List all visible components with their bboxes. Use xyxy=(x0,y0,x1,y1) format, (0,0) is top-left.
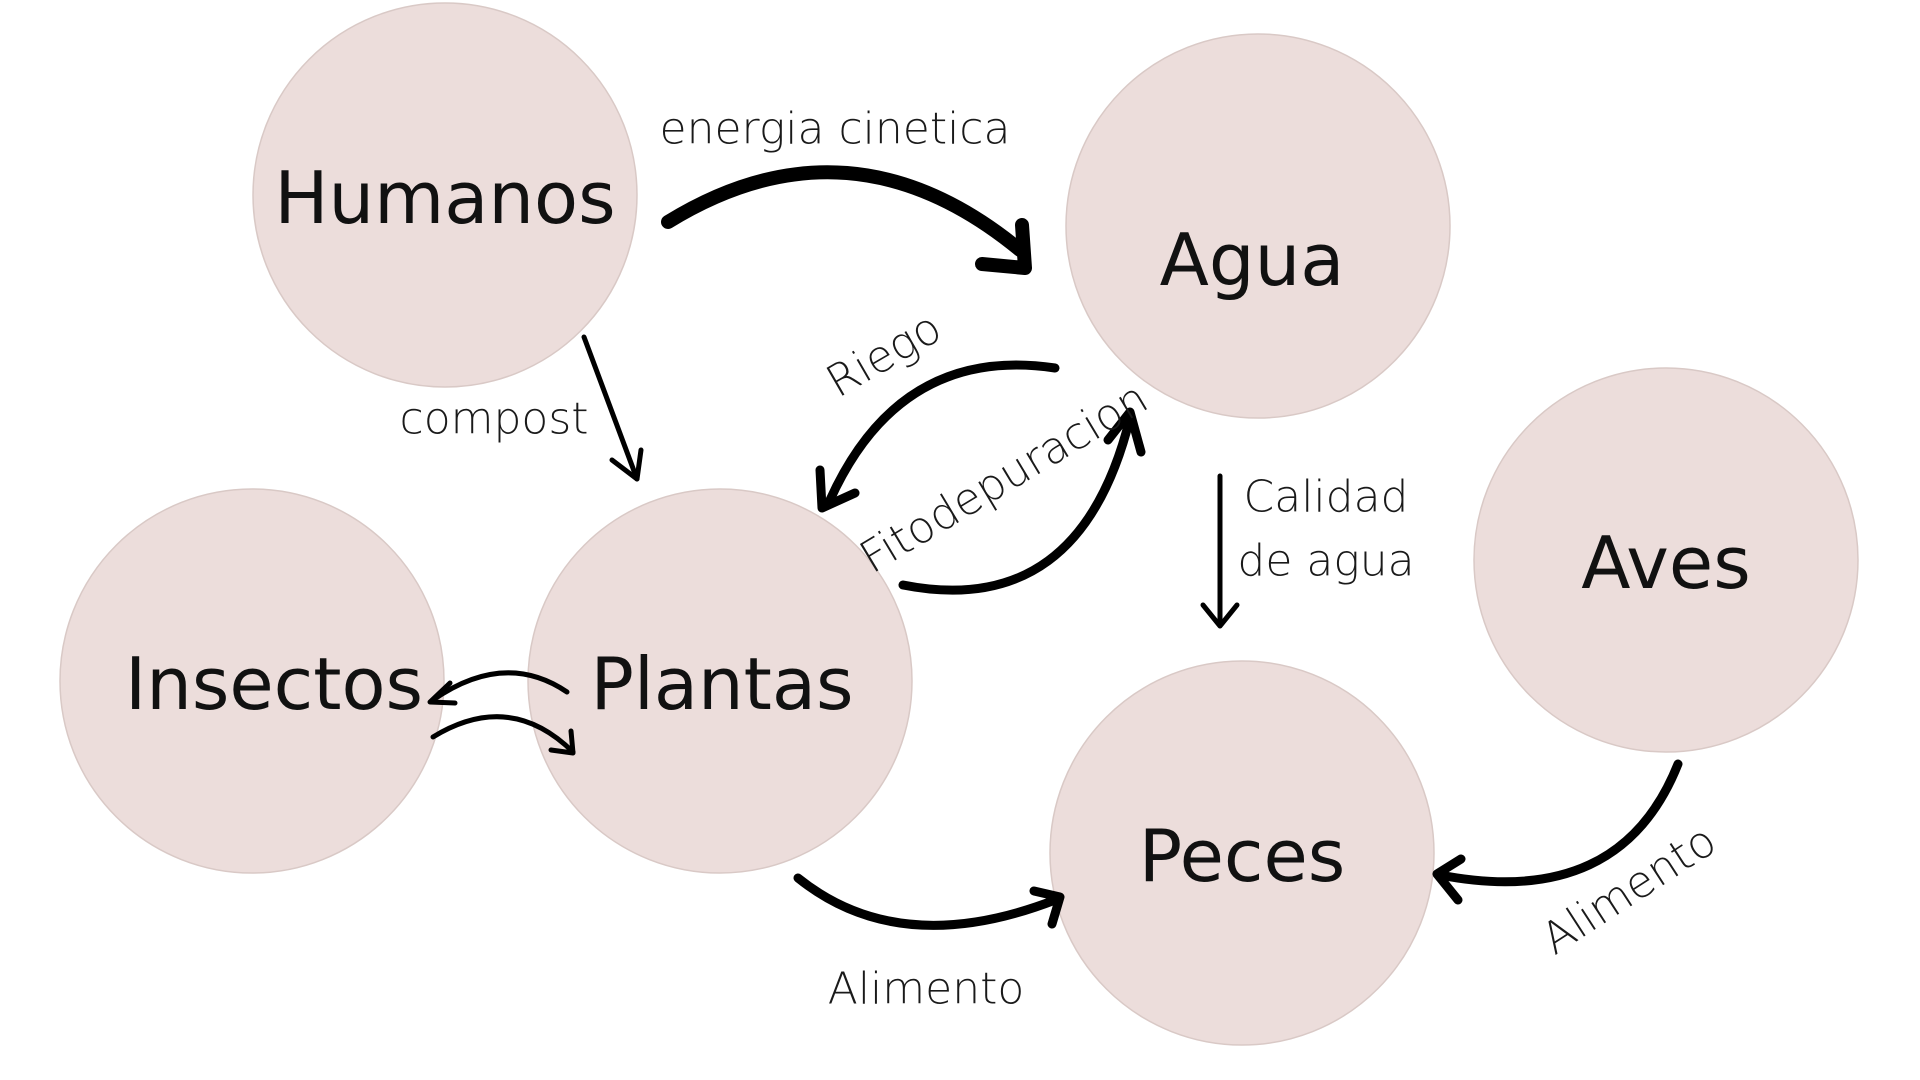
arrow-aves-peces xyxy=(1432,759,1683,905)
arrow-humanos-plantas xyxy=(581,334,644,482)
node-peces-label: Peces xyxy=(1139,814,1346,898)
arrow-agua-plantas xyxy=(815,360,1060,513)
node-aves: Aves xyxy=(1473,367,1859,753)
node-humanos: Humanos xyxy=(252,2,638,388)
label-riego: Riego xyxy=(818,302,950,408)
arrow-plantas-peces xyxy=(793,873,1065,930)
arrow-plantas-agua xyxy=(898,407,1146,595)
arrow-humanos-agua xyxy=(661,165,1032,275)
node-agua: Agua xyxy=(1065,33,1451,419)
label-energia-cinetica: energia cinetica xyxy=(660,104,1011,155)
node-agua-label: Agua xyxy=(1160,218,1345,302)
node-plantas: Plantas xyxy=(527,488,913,874)
arrow-plantas-insectos xyxy=(427,670,570,706)
arrow-agua-peces xyxy=(1200,473,1240,629)
node-plantas-label: Plantas xyxy=(590,642,853,726)
label-alimento-plantas-peces: Alimento xyxy=(828,964,1025,1015)
node-aves-label: Aves xyxy=(1581,521,1750,605)
node-insectos: Insectos xyxy=(59,488,445,874)
label-compost: compost xyxy=(400,394,589,445)
label-calidad-line2: de agua xyxy=(1237,536,1414,587)
node-insectos-label: Insectos xyxy=(125,642,423,726)
label-calidad-line1: Calidad xyxy=(1244,472,1409,523)
node-humanos-label: Humanos xyxy=(274,156,615,240)
arrow-insectos-plantas xyxy=(430,714,576,756)
node-peces: Peces xyxy=(1049,660,1435,1046)
